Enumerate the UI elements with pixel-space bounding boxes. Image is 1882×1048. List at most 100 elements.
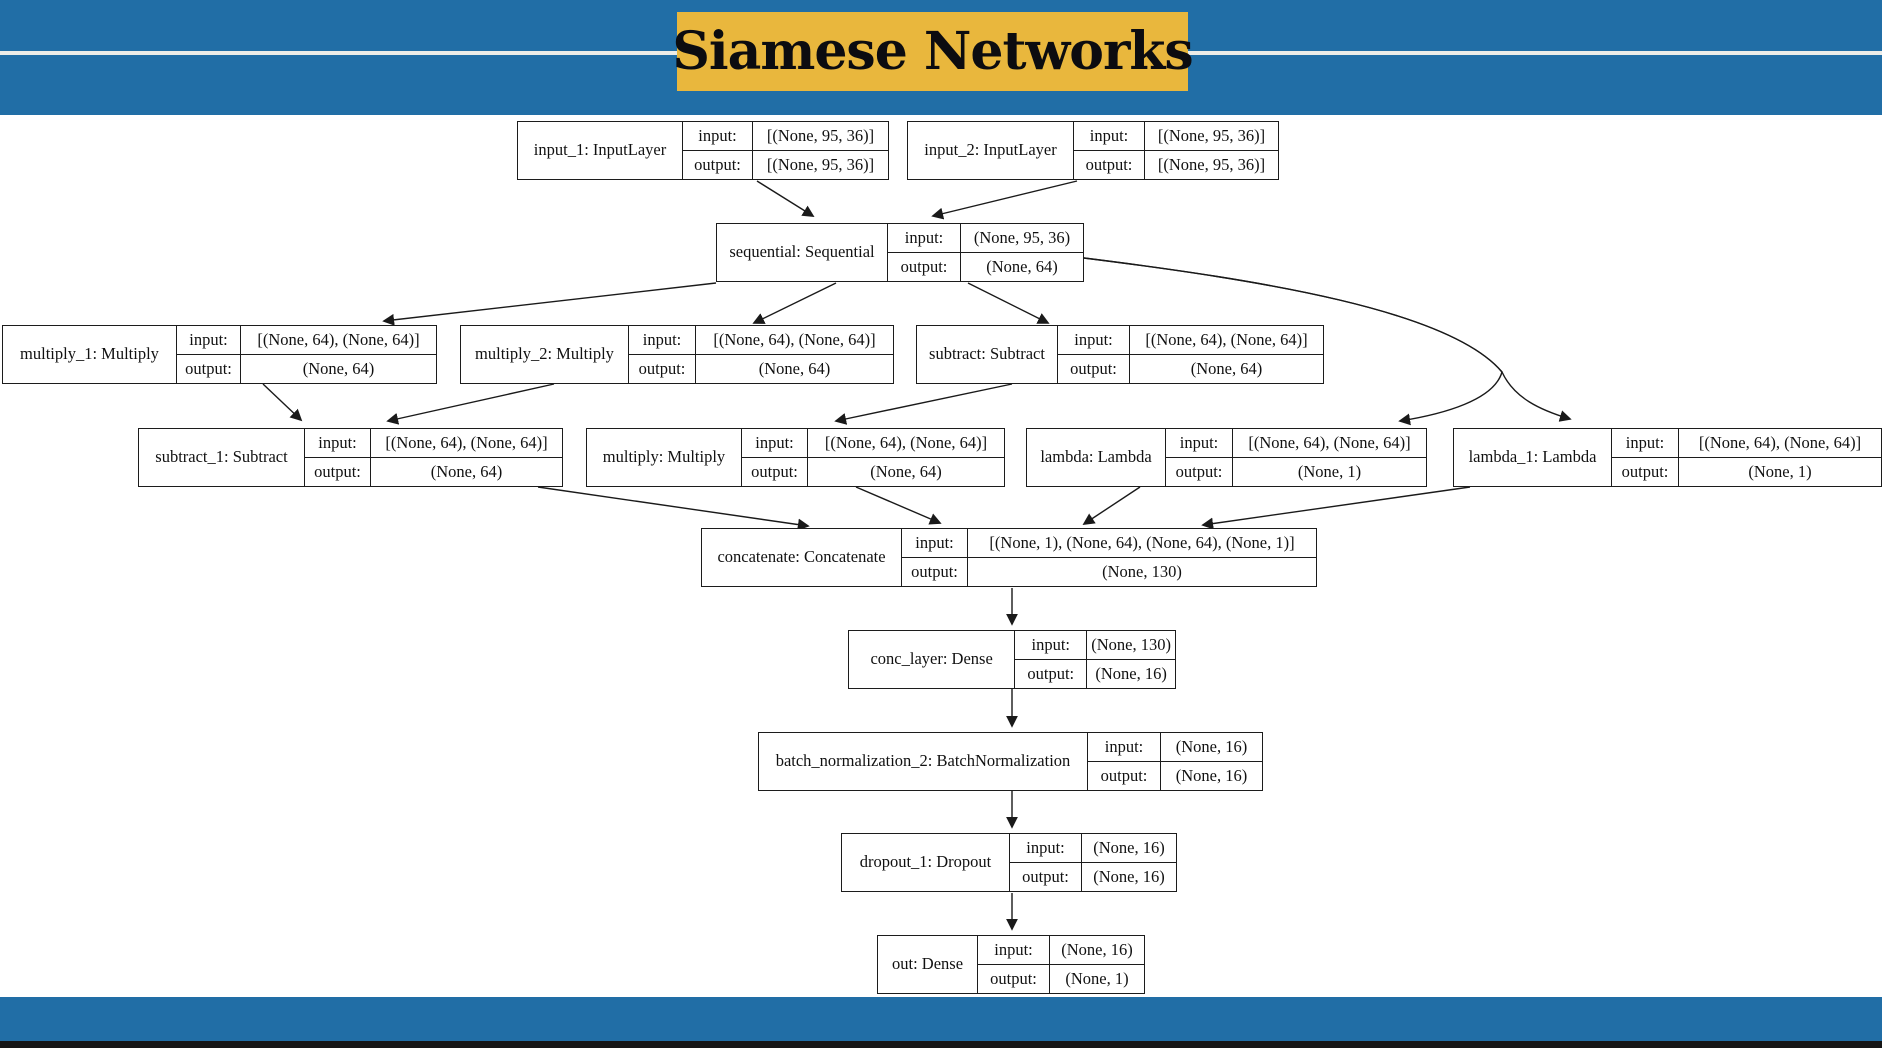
input-row: input: [(None, 64), (None, 64)]	[629, 326, 893, 354]
input-key-cell: input:	[1088, 733, 1161, 761]
input-shape-cell: [(None, 95, 36)]	[766, 125, 875, 145]
input-row: input: [(None, 64), (None, 64)]	[1612, 429, 1881, 457]
output-shape-cell: (None, 16)	[1093, 866, 1165, 886]
output-shape-cell: (None, 64)	[986, 256, 1058, 276]
layer-name-label: multiply_2: Multiply	[461, 326, 629, 383]
edge-multiply-to-concatenate	[855, 486, 942, 525]
layer-name-label: subtract_1: Subtract	[139, 429, 305, 486]
input-shape-cell: (None, 130)	[1091, 634, 1171, 654]
input-row: input:[(None, 95, 36)]	[683, 122, 888, 150]
edge-multiply_2-to-subtract_1	[386, 383, 555, 425]
output-shape-cell: (None, 64)	[758, 358, 831, 378]
edge-subtract-to-multiply	[834, 383, 1013, 425]
input-key-cell: input:	[742, 429, 808, 457]
output-key-cell: output:	[683, 151, 753, 179]
layer-name-label: sequential: Sequential	[717, 224, 888, 281]
layer-name-label: batch_normalization_2: BatchNormalizatio…	[759, 733, 1088, 790]
output-key-cell: output:	[978, 965, 1050, 993]
input-key-cell: input:	[177, 326, 241, 354]
input-shape-cell: [(None, 64), (None, 64)]	[385, 432, 548, 452]
output-row: output:[(None, 95, 36)]	[1074, 150, 1278, 179]
layer-node-batch_normalization_2: batch_normalization_2: BatchNormalizatio…	[758, 732, 1263, 791]
output-shape-cell: [(None, 95, 36)]	[766, 154, 875, 174]
edge-subtract_1-to-concatenate	[537, 486, 810, 531]
input-shape-cell: (None, 16)	[1061, 939, 1133, 959]
input-row: input: [(None, 64), (None, 64)]	[742, 429, 1004, 457]
input-key-cell: input:	[888, 224, 961, 252]
output-row: output:(None, 16)	[1088, 761, 1262, 790]
output-key-cell: output:	[1074, 151, 1145, 179]
input-key-cell: input:	[1058, 326, 1130, 354]
edge-input_1-to-sequential	[756, 180, 815, 217]
layer-name-label: subtract: Subtract	[917, 326, 1058, 383]
input-key-cell: input:	[1612, 429, 1679, 457]
title-banner: Siamese Networks	[672, 12, 1194, 91]
layer-name-label: lambda_1: Lambda	[1454, 429, 1612, 486]
edge-multiply_1-to-subtract_1	[262, 383, 303, 422]
layer-name-label: out: Dense	[878, 936, 978, 993]
output-key-cell: output:	[1015, 660, 1088, 688]
output-key-cell: output:	[742, 458, 808, 486]
layer-name-label: input_1: InputLayer	[518, 122, 683, 179]
output-shape-cell: (None, 1)	[1065, 968, 1129, 988]
edge-input_2-to-sequential	[931, 180, 1078, 220]
output-key-cell: output:	[1058, 355, 1130, 383]
input-row: input:(None, 130)	[1015, 631, 1175, 659]
output-shape-cell: (None, 64)	[302, 358, 375, 378]
input-key-cell: input:	[629, 326, 696, 354]
input-row: input: [(None, 64), (None, 64)]	[1166, 429, 1426, 457]
input-shape-cell: [(None, 64), (None, 64)]	[1145, 329, 1308, 349]
input-shape-cell: [(None, 64), (None, 64)]	[824, 432, 988, 452]
edge-sequential-to-lambda_1	[1083, 257, 1572, 422]
output-row: output:(None, 16)	[1015, 659, 1175, 688]
input-key-cell: input:	[1015, 631, 1088, 659]
output-shape-cell: (None, 64)	[870, 461, 942, 481]
output-key-cell: output:	[888, 253, 961, 281]
output-key-cell: output:	[902, 558, 968, 586]
input-shape-cell: [(None, 64), (None, 64)]	[1248, 432, 1411, 452]
output-row: output: (None, 64)	[629, 354, 893, 383]
input-key-cell: input:	[1074, 122, 1145, 150]
input-shape-cell: [(None, 64), (None, 64)]	[1698, 432, 1862, 452]
output-key-cell: output:	[1166, 458, 1233, 486]
layer-name-label: multiply_1: Multiply	[3, 326, 177, 383]
layer-name-label: conc_layer: Dense	[849, 631, 1016, 688]
input-row: input:(None, 16)	[1010, 834, 1176, 862]
output-row: output:(None, 16)	[1010, 862, 1176, 891]
layer-name-label: multiply: Multiply	[587, 429, 742, 486]
input-key-cell: input:	[1166, 429, 1233, 457]
input-shape-cell: [(None, 64), (None, 64)]	[713, 329, 876, 349]
edge-lambda-to-concatenate	[1082, 486, 1141, 525]
output-row: output:(None, 130)	[902, 557, 1316, 586]
output-key-cell: output:	[629, 355, 696, 383]
output-shape-cell: (None, 64)	[430, 461, 503, 481]
layer-name-label: lambda: Lambda	[1027, 429, 1166, 486]
slide-title: Siamese Networks	[672, 21, 1193, 82]
output-shape-cell: (None, 16)	[1175, 765, 1248, 785]
output-row: output: (None, 1)	[1166, 457, 1426, 486]
output-row: output: (None, 64)	[888, 252, 1083, 281]
input-shape-cell: (None, 95, 36)	[973, 227, 1071, 247]
input-shape-cell: (None, 16)	[1093, 837, 1165, 857]
output-row: output: [(None, 95, 36)]	[683, 150, 888, 179]
layer-name-label: dropout_1: Dropout	[842, 834, 1010, 891]
output-shape-cell: (None, 1)	[1297, 461, 1362, 481]
input-row: input:(None, 16)	[1088, 733, 1262, 761]
input-shape-cell: [(None, 1), (None, 64), (None, 64), (Non…	[989, 532, 1295, 552]
input-row: input:(None, 16)	[978, 936, 1144, 964]
edge-sequential-to-multiply_2	[752, 282, 837, 324]
input-row: input: [(None, 64), (None, 64)]	[1058, 326, 1323, 354]
input-key-cell: input:	[902, 529, 968, 557]
